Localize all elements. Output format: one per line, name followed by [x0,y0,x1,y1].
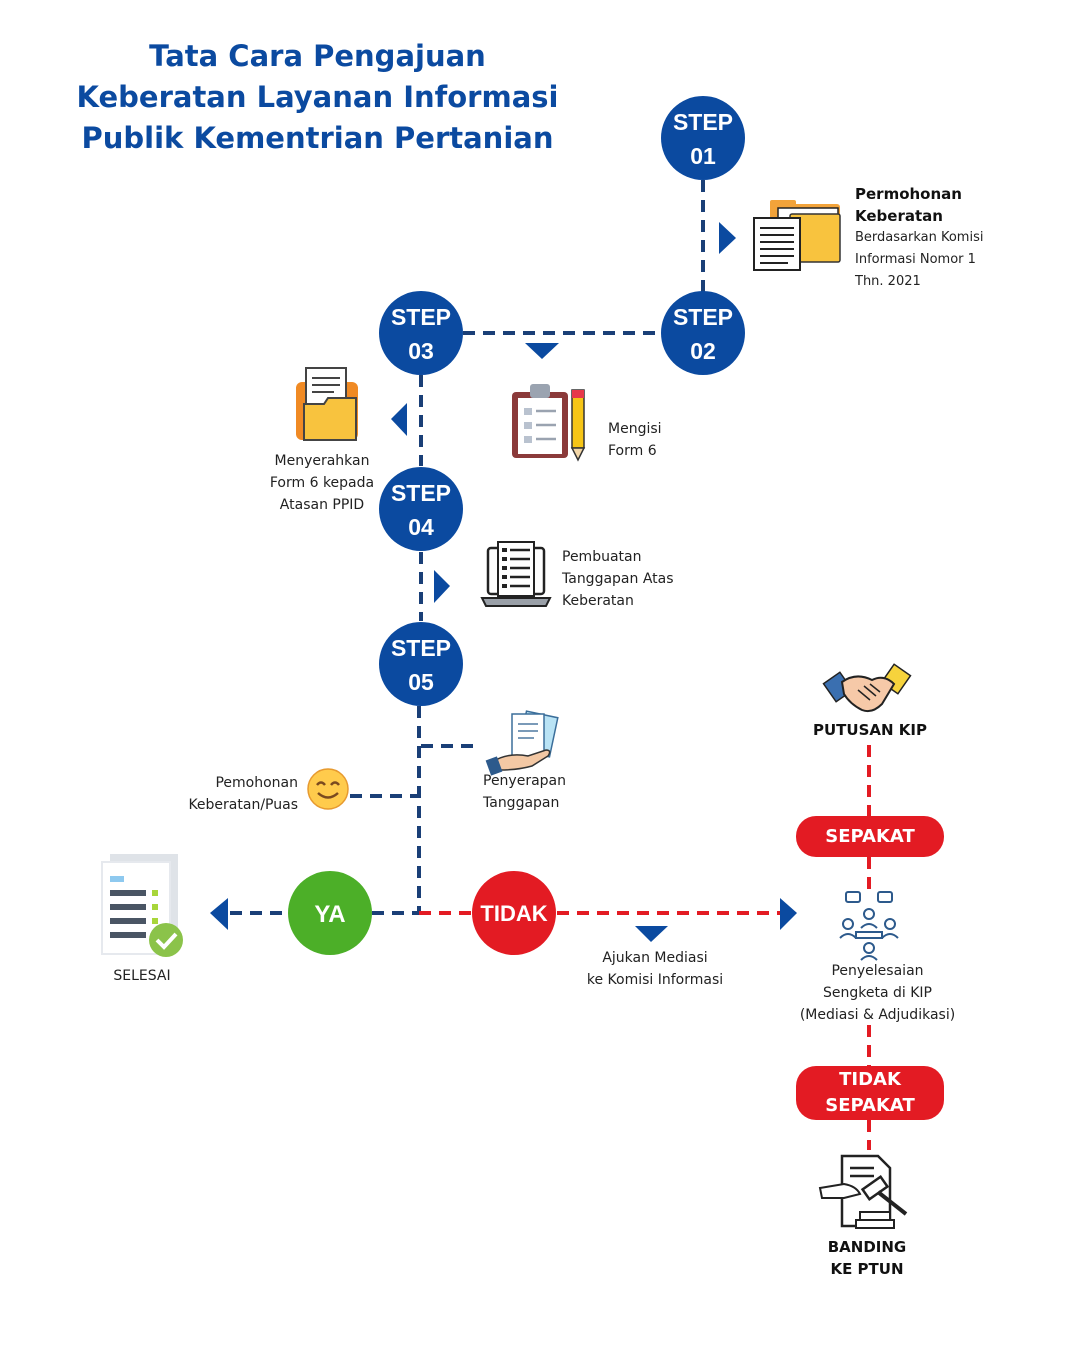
step-03-circle [379,291,463,375]
ajukan-line-1: Ajukan Mediasi [602,950,708,966]
permohonan-title-1: Permohonan [855,185,962,203]
folder-paper-icon [296,367,358,441]
arrow-right-3 [780,898,797,930]
tidak-label: TIDAK [480,901,547,926]
permohonan-title-2: Keberatan [855,207,943,225]
team-meeting-icon [839,891,899,961]
permohonan-desc-3: Thn. 2021 [855,274,921,289]
title-line-2: Keberatan Layanan Informasi [76,80,559,114]
step-05-num: 05 [408,669,434,695]
arrow-down-1 [525,343,559,359]
step-04-num: 04 [408,514,434,540]
menyerahkan-line-3: Atasan PPID [279,497,365,513]
banding-line-1: BANDING [827,1238,907,1256]
step-01-num: 01 [690,143,716,169]
pembuatan-tanggapan-note: Pembuatan Tanggapan Atas Keberatan [562,546,674,612]
pembuatan-line-3: Keberatan [562,593,634,609]
step-02-word: STEP [673,304,733,330]
step-01-circle [661,96,745,180]
arrow-right-2 [434,570,450,603]
penyelesaian-line-1: Penyelesaian [831,963,924,979]
sepakat-pill: SEPAKAT [796,816,944,857]
banding-ptun-label: BANDING KE PTUN [800,1236,934,1280]
ya-label: YA [314,901,345,928]
blue-connectors [230,180,705,915]
arrow-right-1 [719,222,736,254]
smile-icon [307,768,349,810]
folder-documents-icon [753,200,841,271]
mengisi-line-2: Form 6 [608,443,657,459]
pembuatan-line-1: Pembuatan [562,549,642,565]
menyerahkan-line-1: Menyerahkan [274,453,370,469]
step-03-num: 03 [408,338,434,364]
step-02-num: 02 [690,338,716,364]
menyerahkan-line-2: Form 6 kepada [269,475,375,491]
selesai-text: SELESAI [113,968,171,984]
pemohonan-puas-note: Pemohonan Keberatan/Puas [150,772,298,816]
laptop-list-icon [480,541,552,607]
title-line-3: Publik Kementrian Pertanian [81,121,554,155]
step-01-word: STEP [673,109,733,135]
penyerapan-line-1: Penyerapan [483,773,567,789]
arrow-left-2 [210,898,228,930]
checklist-done-icon [101,854,183,957]
selesai-label: SELESAI [92,965,192,987]
tidak-sepakat-pill: TIDAK SEPAKAT [796,1066,944,1120]
putusan-text: PUTUSAN KIP [813,721,927,739]
pembuatan-line-2: Tanggapan Atas [562,571,674,587]
clipboard-pencil-icon [512,384,586,462]
ya-circle [288,871,372,955]
penyelesaian-line-2: Sengketa di KIP [823,985,932,1001]
arrow-down-2 [635,926,668,942]
mengisi-line-1: Mengisi [608,421,662,437]
step-labels: STEP 01 STEP 02 STEP 03 STEP 04 STEP 05 [391,109,733,695]
permohonan-desc-2: Informasi Nomor 1 [855,252,976,267]
handshake-icon [822,663,912,713]
mengisi-form-note: Mengisi Form 6 [608,418,662,462]
red-connectors [419,745,871,1150]
permohonan-desc-1: Berdasarkan Komisi [855,230,984,245]
putusan-kip-label: PUTUSAN KIP [800,719,940,741]
arrow-left-1 [391,403,407,436]
tidak-sepakat-line-2: SEPAKAT [825,1095,915,1116]
puas-line-2: Keberatan/Puas [188,797,298,813]
gavel-document-icon [818,1154,908,1229]
ajukan-mediasi-note: Ajukan Mediasi ke Komisi Informasi [570,947,740,991]
step-04-circle [379,467,463,551]
step-03-word: STEP [391,304,451,330]
penyelesaian-line-3: (Mediasi & Adjudikasi) [799,1007,956,1023]
puas-line-1: Pemohonan [215,775,298,791]
banding-line-2: KE PTUN [830,1260,904,1278]
arrowheads [210,222,797,942]
step-05-circle [379,622,463,706]
page-title: Tata Cara Pengajuan Keberatan Layanan In… [40,36,595,159]
step-04-word: STEP [391,480,451,506]
permohonan-keberatan-note: Permohonan Keberatan Berdasarkan Komisi … [855,183,983,293]
title-line-1: Tata Cara Pengajuan [149,39,486,73]
menyerahkan-note: Menyerahkan Form 6 kepada Atasan PPID [242,450,402,516]
sepakat-text: SEPAKAT [825,825,915,847]
hand-papers-icon [485,710,559,776]
step-02-circle [661,291,745,375]
tidak-sepakat-line-1: TIDAK [839,1069,901,1090]
ajukan-line-2: ke Komisi Informasi [586,972,724,988]
penyerapan-tanggapan-note: Penyerapan Tanggapan [483,770,566,814]
tidak-circle [472,871,556,955]
penyerapan-line-2: Tanggapan [483,795,560,811]
penyelesaian-sengketa-note: Penyelesaian Sengketa di KIP (Mediasi & … [785,960,970,1026]
step-05-word: STEP [391,635,451,661]
step-circles [379,96,745,706]
